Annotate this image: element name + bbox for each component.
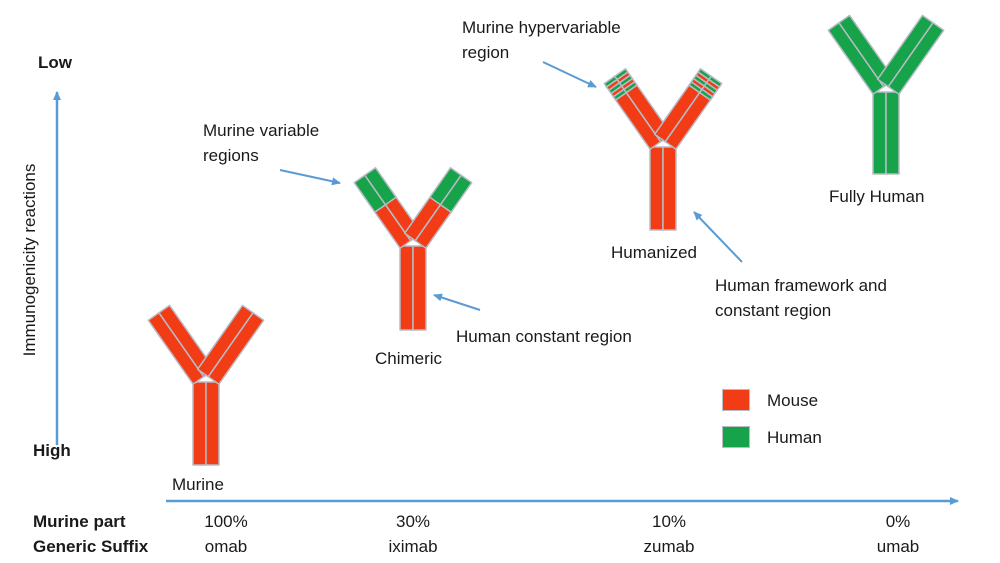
humanized-percent: 10% <box>651 512 687 531</box>
legend-mouse-label: Mouse <box>767 391 819 410</box>
left-arm-chain-2-hv-4 <box>614 67 629 81</box>
fully-human-suffix: umab <box>876 537 920 556</box>
y-axis-title: Immunogenicity reactions <box>20 163 39 357</box>
murine-hypervariable-arrow <box>542 61 597 88</box>
human-constant-label: Human constant region <box>456 327 632 346</box>
heavy-chain-left <box>872 91 887 175</box>
heavy-chain-right <box>412 245 427 331</box>
right-arm-chain-2-hv-4 <box>708 75 723 88</box>
heavy-chain-right <box>885 91 900 175</box>
murine-variable-arrow <box>279 169 341 186</box>
y-axis-high-label: High <box>33 441 71 460</box>
murine-suffix: omab <box>204 537 248 556</box>
murine-part-row-label: Murine part <box>33 512 126 531</box>
chimeric-antibody <box>353 166 473 331</box>
generic-suffix-row-label: Generic Suffix <box>33 537 149 556</box>
murine-hypervariable-label-line2: region <box>462 43 510 62</box>
human-constant-arrow <box>433 293 481 311</box>
murine-variable-label-line2: regions <box>203 146 259 165</box>
legend-human-label: Human <box>767 428 822 447</box>
chimeric-suffix: iximab <box>388 537 438 556</box>
right-arm-chain-2 <box>207 312 265 385</box>
left-arm-chain-2-variable <box>364 166 397 206</box>
heavy-chain-left <box>649 146 664 231</box>
fully-human-label: Fully Human <box>829 187 925 206</box>
human-framework-label-line2: constant region <box>715 301 832 320</box>
heavy-chain-right <box>205 381 220 466</box>
heavy-chain-left <box>192 381 207 466</box>
heavy-chain-left <box>399 245 414 331</box>
murine-variable-label-line1: Murine variable <box>203 121 320 140</box>
heavy-chain-right <box>662 146 677 231</box>
chimeric-label: Chimeric <box>375 349 443 368</box>
right-arm-chain-2 <box>887 22 945 95</box>
murine-label: Murine <box>172 475 224 494</box>
legend-mouse-swatch <box>722 389 750 411</box>
humanized-suffix: zumab <box>643 537 695 556</box>
murine-antibody <box>147 304 265 466</box>
humanized-label: Humanized <box>611 243 697 262</box>
humanized-antibody <box>603 67 723 231</box>
chimeric-percent: 30% <box>395 512 431 531</box>
human-framework-label-line1: Human framework and <box>715 276 887 295</box>
legend-human-swatch <box>722 426 750 448</box>
y-axis-low-label: Low <box>38 53 72 72</box>
murine-hypervariable-label-line1: Murine hypervariable <box>462 18 621 37</box>
murine-percent: 100% <box>204 512 248 531</box>
right-arm-chain-2-variable <box>439 174 473 213</box>
human-framework-arrow <box>693 211 743 263</box>
fully-human-percent: 0% <box>885 512 911 531</box>
fully-human-antibody <box>827 14 945 175</box>
